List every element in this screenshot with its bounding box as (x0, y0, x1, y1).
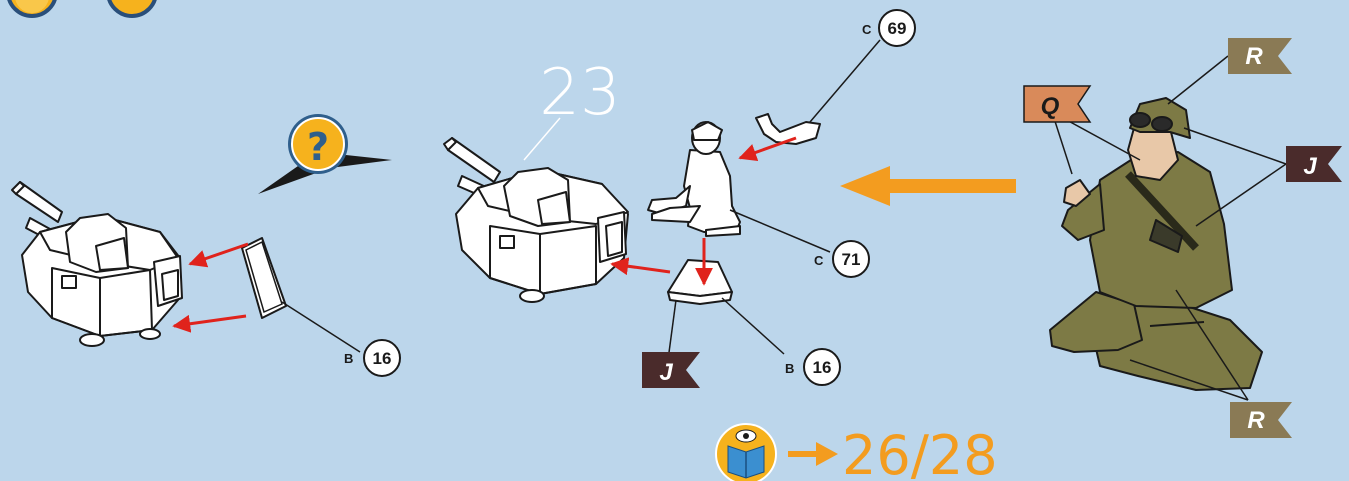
part-callout-c69: C 69 (862, 9, 916, 47)
turret-center (443, 137, 629, 303)
flag-letter: J (1303, 153, 1317, 180)
callout-number: 16 (373, 349, 392, 368)
question-icon[interactable]: ? (258, 114, 392, 194)
page-reference-arrow (788, 442, 838, 466)
page-reference[interactable]: 26/28 (842, 424, 998, 481)
magazine-icon[interactable] (107, 0, 157, 18)
step-number: 23 (539, 56, 620, 130)
paint-flag-j-right: J (1286, 146, 1342, 182)
callout-number: 69 (888, 19, 907, 38)
orange-arrow (840, 166, 1016, 206)
base-part (667, 259, 733, 305)
callout-letter: B (785, 361, 794, 376)
callout-number: 71 (842, 250, 861, 269)
callout-letter: B (344, 351, 353, 366)
panel-part-left (241, 237, 287, 319)
red-arrow (172, 314, 247, 333)
paint-flag-j-bottom: J (642, 352, 700, 388)
figure-part (647, 121, 741, 237)
book-eye-icon[interactable] (715, 423, 777, 481)
painted-soldier (1049, 97, 1263, 391)
red-arrow (188, 242, 249, 268)
paint-flag-r-bottom: R (1230, 402, 1292, 438)
part-callout-b16-left: B 16 (344, 339, 401, 377)
svg-text:?: ? (307, 125, 329, 169)
callout-letter: C (862, 22, 872, 37)
part-callout-c71: C 71 (814, 240, 870, 278)
flag-letter: J (659, 359, 673, 386)
flag-letter: Q (1041, 93, 1060, 120)
turret-left (11, 181, 183, 347)
arm-part (755, 113, 821, 145)
paint-flag-r-top: R (1228, 38, 1292, 74)
red-arrow (610, 257, 671, 276)
callout-number: 16 (813, 358, 832, 377)
red-arrow (738, 136, 797, 162)
paint-flag-q: Q (1023, 85, 1092, 123)
flag-letter: R (1245, 43, 1263, 70)
help-icon[interactable] (7, 0, 57, 18)
flag-letter: R (1247, 407, 1265, 434)
part-callout-b16-center: B 16 (785, 348, 841, 386)
callout-letter: C (814, 253, 824, 268)
